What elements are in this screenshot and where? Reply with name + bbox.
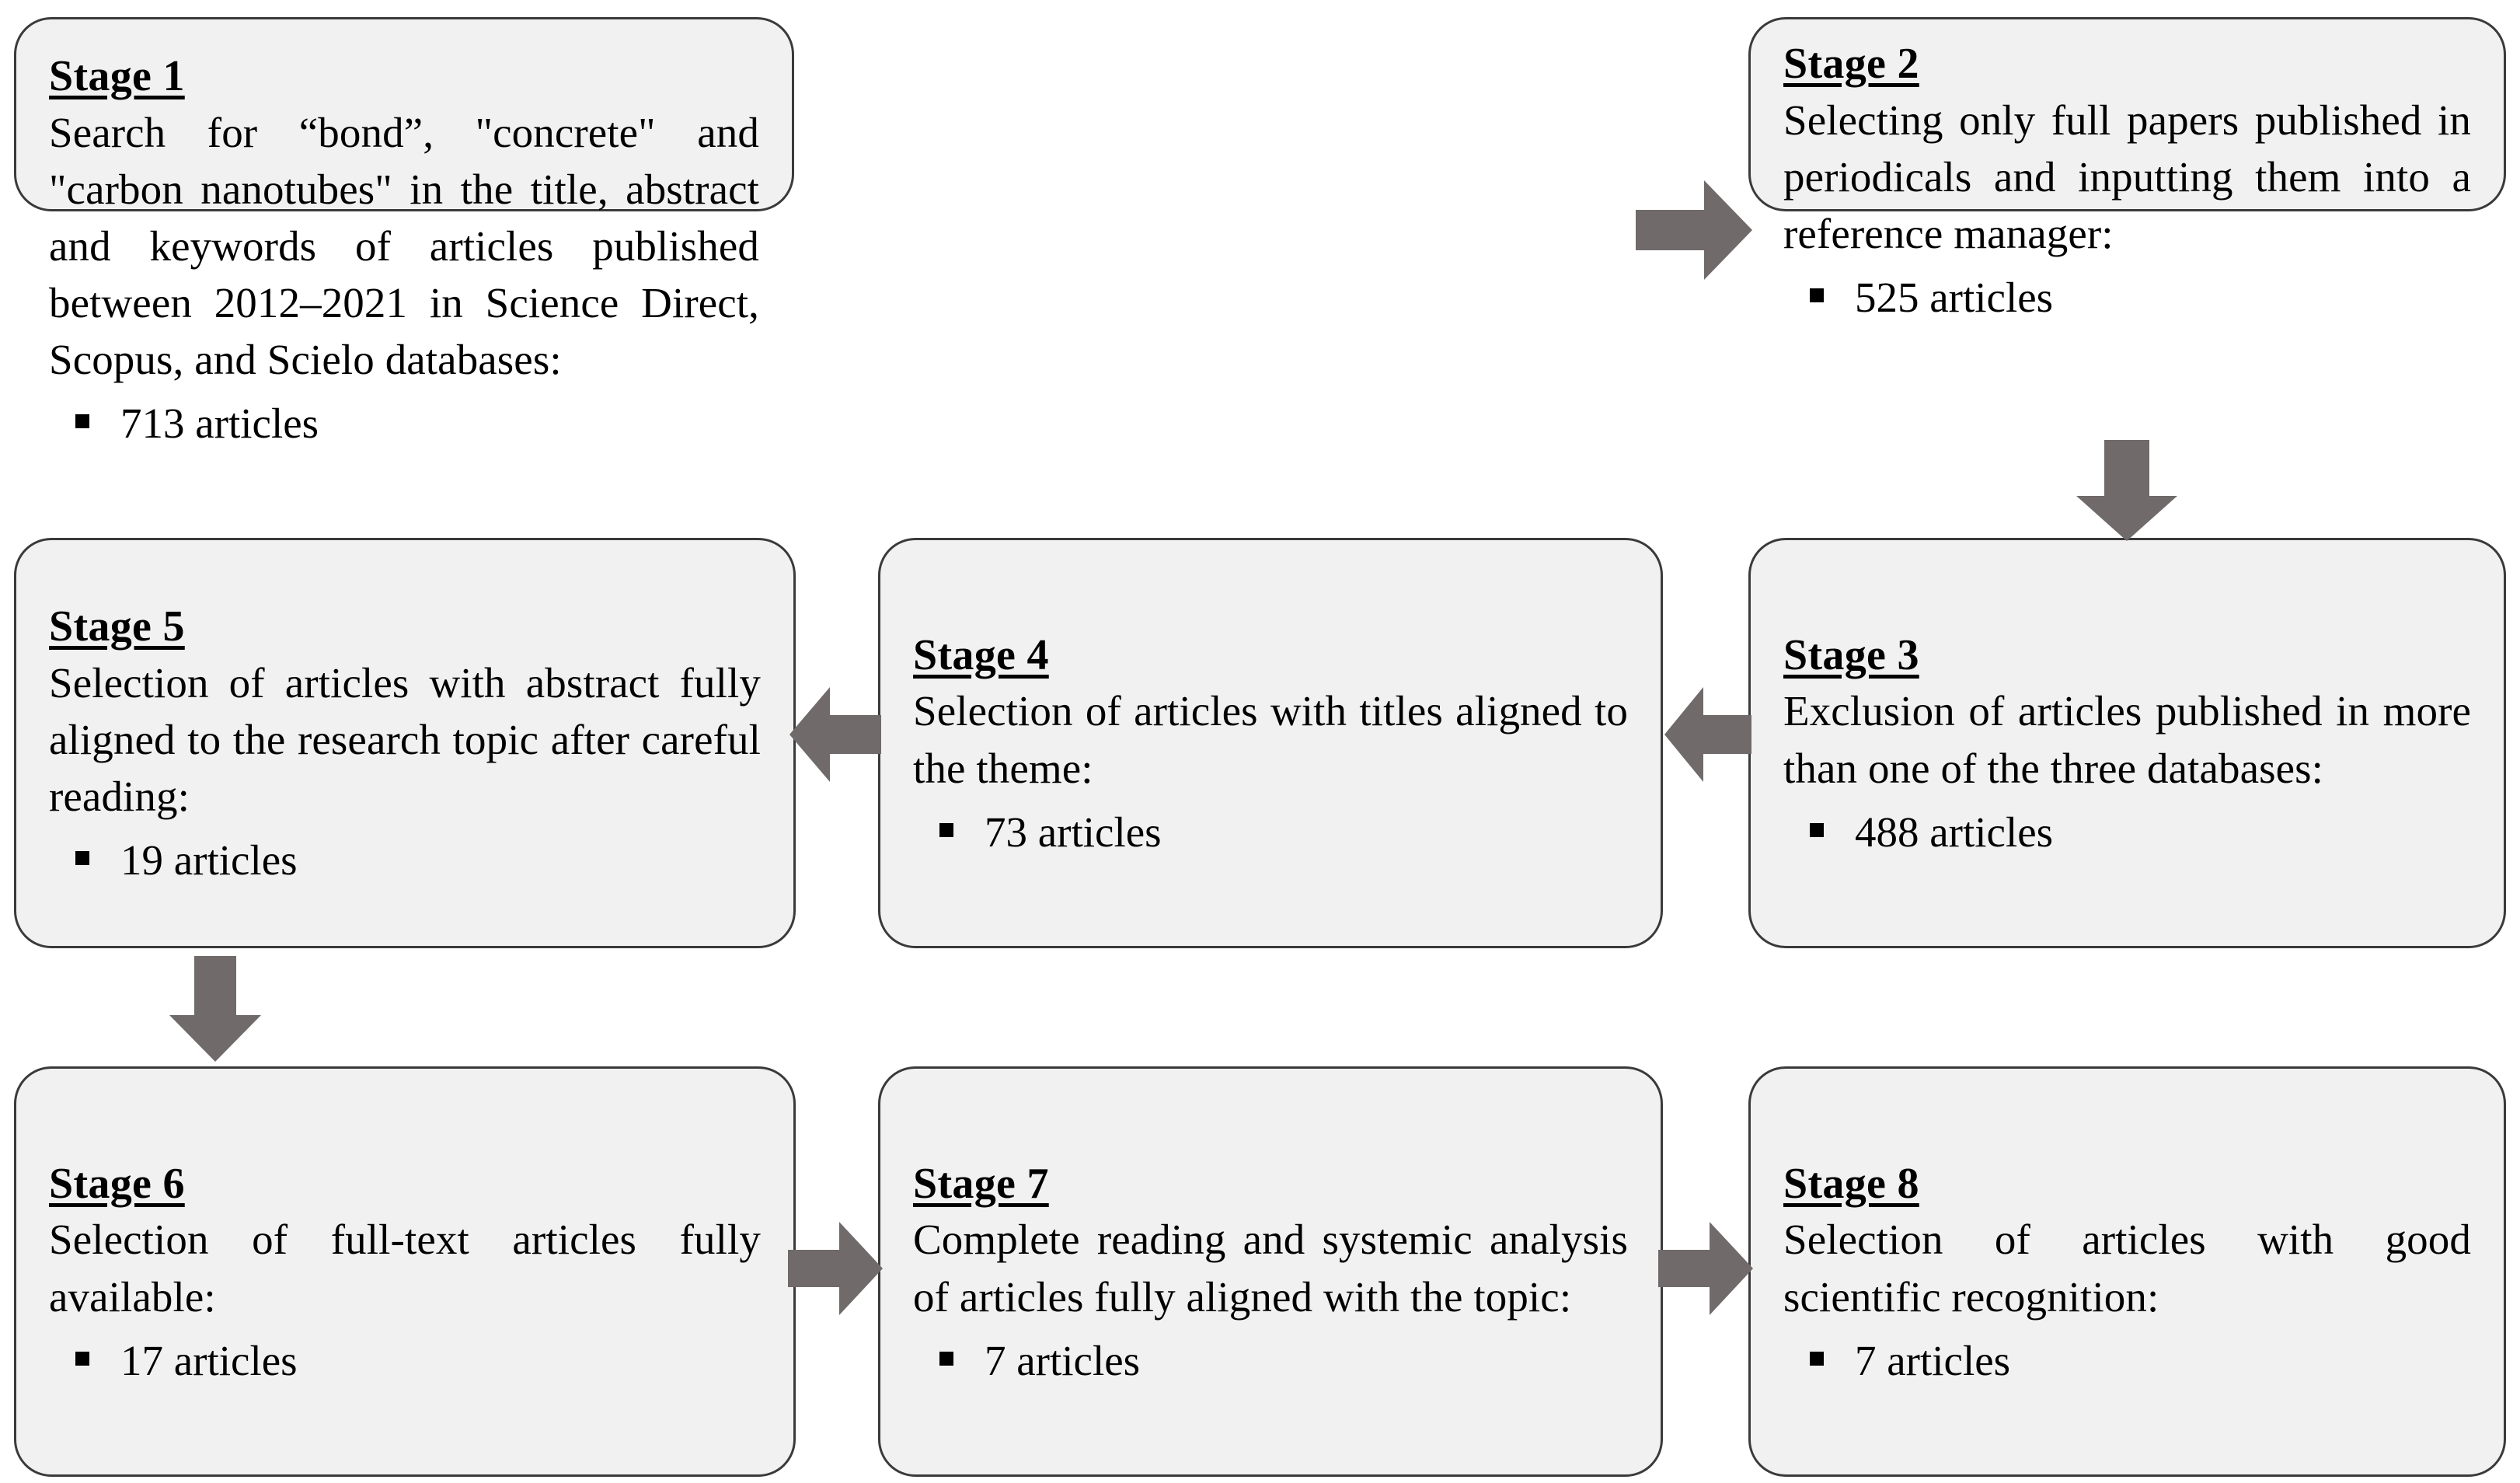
- bullet-square-icon: [1810, 288, 1824, 303]
- stage-6-body: Selection of full-text articles fully av…: [49, 1216, 761, 1321]
- stage-5-title: Stage 5: [49, 602, 185, 651]
- bullet-square-icon: [75, 851, 89, 866]
- arrow-right-icon-stage7-to-stage8: [1658, 1222, 1753, 1315]
- stage-2-title: Stage 2: [1783, 40, 1919, 88]
- stage-5-body: Selection of articles with abstract full…: [49, 658, 761, 821]
- stage-4-title: Stage 4: [913, 630, 1049, 679]
- stage-6-title: Stage 6: [49, 1159, 185, 1208]
- arrow-left-icon-stage3-to-stage4: [1664, 687, 1751, 782]
- stage-5-result-text: 19 articles: [120, 836, 298, 885]
- stage-box-4: Stage 4 Selection of articles with title…: [878, 538, 1663, 948]
- bullet-square-icon: [75, 414, 89, 429]
- stage-2-result-text: 525 articles: [1855, 274, 2054, 322]
- bullet-square-icon: [939, 1351, 953, 1366]
- bullet-square-icon: [1810, 822, 1824, 837]
- stage-7-result-text: 7 articles: [985, 1336, 1141, 1384]
- stage-8-body: Selection of articles with good scientif…: [1783, 1216, 2471, 1321]
- stage-1-body: Search for “bond”, "concrete" and "carbo…: [49, 108, 759, 384]
- stage-6-result: 17 articles: [49, 1333, 761, 1389]
- bullet-square-icon: [1810, 1351, 1824, 1366]
- stage-box-1: Stage 1 Search for “bond”, "concrete" an…: [14, 17, 794, 447]
- stage-box-6: Stage 6 Selection of full-text articles …: [14, 1066, 796, 1477]
- stage-1-title: Stage 1: [49, 52, 185, 100]
- stage-box-8: Stage 8 Selection of articles with good …: [1748, 1066, 2506, 1477]
- arrow-right-icon-stage6-to-stage7: [788, 1222, 883, 1315]
- stage-4-result-text: 73 articles: [985, 808, 1162, 856]
- stage-7-body: Complete reading and systemic analysis o…: [913, 1216, 1628, 1321]
- stage-3-title: Stage 3: [1783, 630, 1919, 679]
- stage-7-title: Stage 7: [913, 1159, 1049, 1208]
- stage-2-result: 525 articles: [1783, 270, 2471, 326]
- stage-1-result: 713 articles: [49, 396, 759, 452]
- stage-2-body: Selecting only full papers published in …: [1783, 96, 2471, 257]
- bullet-square-icon: [939, 822, 953, 837]
- stage-4-result: 73 articles: [913, 804, 1628, 860]
- stage-3-body: Exclusion of articles published in more …: [1783, 687, 2471, 792]
- stage-4-body: Selection of articles with titles aligne…: [913, 687, 1628, 792]
- arrow-down-icon-stage5-to-stage6: [169, 956, 261, 1062]
- stage-8-result-text: 7 articles: [1855, 1336, 2011, 1384]
- stage-box-2: Stage 2 Selecting only full papers publi…: [1748, 17, 2506, 321]
- stage-6-result-text: 17 articles: [120, 1336, 298, 1384]
- arrow-left-icon-stage4-to-stage5: [789, 687, 881, 782]
- stage-7-result: 7 articles: [913, 1333, 1628, 1389]
- stage-8-title: Stage 8: [1783, 1159, 1919, 1208]
- stage-5-result: 19 articles: [49, 832, 761, 888]
- stage-box-3: Stage 3 Exclusion of articles published …: [1748, 538, 2506, 948]
- arrow-down-icon-stage2-to-stage3: [2076, 440, 2177, 541]
- stage-1-result-text: 713 articles: [120, 400, 319, 448]
- bullet-square-icon: [75, 1351, 89, 1366]
- stage-box-7: Stage 7 Complete reading and systemic an…: [878, 1066, 1663, 1477]
- stage-8-result: 7 articles: [1783, 1333, 2471, 1389]
- stage-3-result: 488 articles: [1783, 804, 2471, 860]
- stage-box-5: Stage 5 Selection of articles with abstr…: [14, 538, 796, 948]
- arrow-right-icon-stage1-to-stage2: [1636, 180, 1752, 280]
- stage-3-result-text: 488 articles: [1855, 808, 2054, 856]
